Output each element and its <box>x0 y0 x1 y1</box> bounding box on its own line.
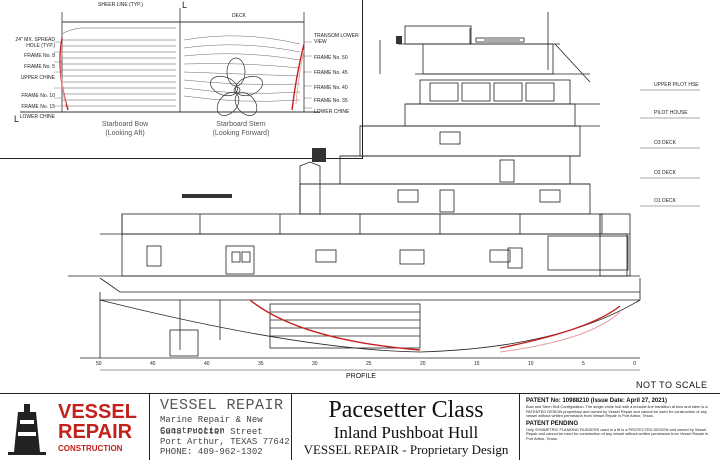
frame-number: 25 <box>366 361 372 367</box>
frame-number: 15 <box>474 361 480 367</box>
upper-pilot-house <box>404 25 472 45</box>
body-label: FRAME No. 45 <box>314 70 348 76</box>
logo-line-vessel: VESSEL <box>58 401 137 423</box>
body-plan-inset: SHEER LINE (TYP.) DECK L L 24" MX. SPREA… <box>0 0 363 159</box>
drawing-title: Pacesetter Class <box>328 397 484 423</box>
lighthouse-logo-icon <box>8 404 46 455</box>
sheer-line-label: SHEER LINE (TYP.) <box>98 2 143 8</box>
address-cell: VESSEL REPAIR Marine Repair & New Constr… <box>150 394 292 460</box>
logo-line-repair: REPAIR <box>58 421 133 443</box>
frame-number: 35 <box>258 361 264 367</box>
frame-number: 40 <box>204 361 210 367</box>
drawing-subtitle: Inland Pushboat Hull <box>333 423 479 442</box>
body-label: LOWER CHINE <box>314 109 350 115</box>
body-label: FRAME No. 8 <box>24 53 55 59</box>
corner-mark-bottom: L <box>14 114 20 124</box>
profile-label: PROFILE <box>346 373 376 380</box>
frame-number: 10 <box>528 361 534 367</box>
stern-caption: Starboard Stern (Looking Forward) <box>212 121 270 137</box>
address-line-2: Port Arthur, TEXAS 77642 <box>160 437 290 447</box>
profile-drawing <box>68 12 700 371</box>
propeller-icon <box>210 57 263 116</box>
bow-caption: Starboard Bow (Looking Aft) <box>101 121 149 137</box>
hull-knuckle-red <box>499 305 621 349</box>
deck-level-label: O1 DECK <box>654 198 676 204</box>
body-label: FRAME No. 10 <box>21 93 55 99</box>
patent-text: Bow and Stern Hull Configuration. The si… <box>526 404 708 419</box>
frame-number: 5 <box>582 361 585 367</box>
frame-number: 50 <box>96 361 102 367</box>
deck-level-label: UPPER PILOT HSE <box>654 82 699 88</box>
deck-level-label: O3 DECK <box>654 140 676 146</box>
company-sub: Marine Repair & New Construction <box>160 415 263 436</box>
patent-cell: PATENT No: 10988210 (Issue Date: April 2… <box>520 394 720 460</box>
deck-level-label: O2 DECK <box>654 170 676 176</box>
body-label: UPPER CHINE <box>20 75 55 81</box>
bow-labels: 24" MX. SPREAD HOLE (TYP.) FRAME No. 8 F… <box>3 37 55 120</box>
stern-labels: TRANSOM LOWER VIEW FRAME No. 50 FRAME No… <box>314 33 360 115</box>
deck-label: DECK <box>232 13 246 19</box>
bow-sections <box>61 27 176 107</box>
logo-cell: VESSEL REPAIR CONSTRUCTION <box>0 394 150 460</box>
patent-pending-text: Only SYMMETRIC FLANKING RUDDERS used in … <box>526 426 709 441</box>
body-label: FRAME No. 15 <box>21 104 55 110</box>
stern-chine-red <box>291 43 305 111</box>
frame-scale: 50 45 40 35 30 25 20 15 10 5 0 <box>96 361 636 367</box>
frame-number: 30 <box>312 361 318 367</box>
deck-level-label: PILOT HOUSE <box>654 110 688 116</box>
frame-number: 45 <box>150 361 156 367</box>
patent-heading: PATENT No: 10988210 (Issue Date: April 2… <box>526 398 667 404</box>
design-note: VESSEL REPAIR - Proprietary Design <box>303 442 509 457</box>
body-label: 24" MX. SPREAD HOLE (TYP.) <box>15 37 55 49</box>
logo-line-construction: CONSTRUCTION <box>58 444 123 453</box>
frame-number: 0 <box>633 361 636 367</box>
scale-note: NOT TO SCALE <box>636 380 708 390</box>
title-block: VESSEL REPAIR CONSTRUCTION VESSEL REPAIR… <box>0 393 720 460</box>
body-plan-drawing <box>20 8 320 116</box>
body-label: FRAME No. 50 <box>314 55 348 61</box>
body-label: TRANSOM LOWER VIEW <box>314 33 359 45</box>
patent-pending-heading: PATENT PENDING <box>526 420 579 427</box>
title-cell: Pacesetter Class Inland Pushboat Hull VE… <box>292 394 520 460</box>
hull-chine-red <box>249 299 421 351</box>
company-name: VESSEL REPAIR <box>160 397 284 414</box>
corner-mark: L <box>182 0 188 10</box>
address-line-1: 5848 Procter Street <box>160 427 263 437</box>
body-label: FRAME No. 35 <box>314 98 348 104</box>
deck-level-labels: UPPER PILOT HSE PILOT HOUSE O3 DECK O2 D… <box>654 82 718 204</box>
body-label: FRAME No. 40 <box>314 85 348 91</box>
frame-number: 20 <box>420 361 426 367</box>
body-label: LOWER CHINE <box>19 114 55 120</box>
body-label: FRAME No. 5 <box>24 64 55 70</box>
phone: PHONE: 409-962-1302 <box>160 447 263 457</box>
